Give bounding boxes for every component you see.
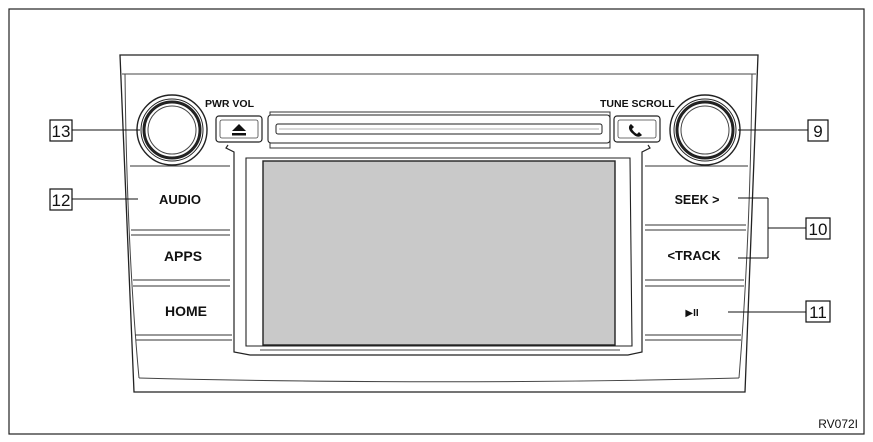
eject-button[interactable] — [215, 115, 263, 143]
left-button-column — [130, 165, 232, 341]
unit-bezel-inner-left — [124, 73, 140, 379]
unit-bezel-bottom-arc — [138, 377, 740, 383]
right-button-column — [645, 165, 748, 341]
svg-text:9: 9 — [813, 122, 822, 141]
figure-code: RV072I — [818, 417, 858, 431]
phone-button[interactable] — [613, 115, 661, 143]
eject-icon — [232, 124, 246, 136]
screen-bezel — [225, 144, 651, 356]
pwr-vol-knob[interactable] — [136, 94, 208, 166]
tune-scroll-label: TUNE SCROLL — [600, 98, 675, 110]
touch-screen[interactable] — [262, 160, 616, 346]
track-button[interactable]: <TRACK — [667, 248, 721, 263]
callout-9: 9 — [807, 119, 829, 142]
seek-button[interactable]: SEEK > — [675, 193, 720, 207]
callout-12: 12 — [49, 188, 73, 211]
svg-text:10: 10 — [809, 220, 828, 239]
svg-text:13: 13 — [52, 122, 71, 141]
pwr-vol-label: PWR VOL — [205, 98, 255, 110]
callout-10: 10 — [805, 217, 831, 240]
callout-11: 11 — [805, 300, 831, 323]
callout-leaders — [72, 129, 808, 313]
svg-text:12: 12 — [52, 191, 71, 210]
svg-text:11: 11 — [809, 303, 827, 322]
apps-button[interactable]: APPS — [164, 248, 202, 264]
callout-13: 13 — [49, 119, 73, 142]
tune-scroll-knob[interactable] — [669, 94, 741, 166]
phone-icon — [628, 124, 642, 137]
play-pause-button[interactable]: ▶II — [685, 308, 698, 319]
audio-button[interactable]: AUDIO — [159, 192, 201, 207]
unit-bezel-inner-right — [738, 73, 753, 379]
home-button[interactable]: HOME — [165, 303, 207, 319]
